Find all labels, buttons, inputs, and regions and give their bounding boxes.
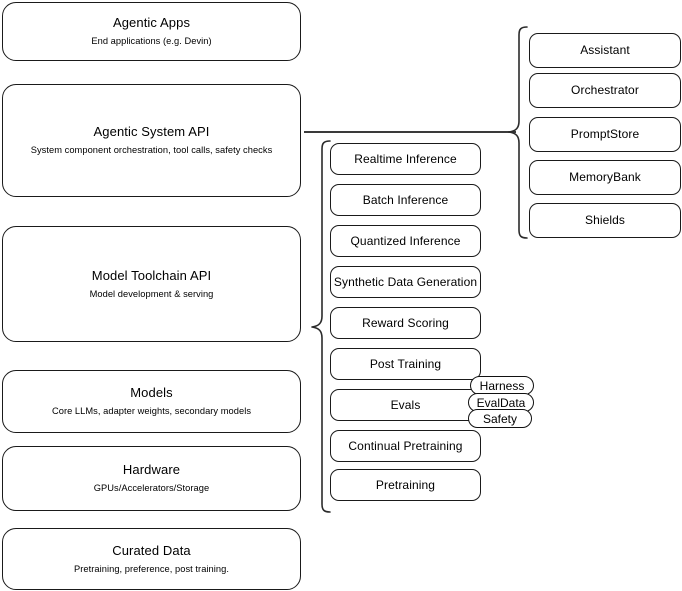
toolchain-item-synthetic-data-generation[interactable]: Synthetic Data Generation (330, 266, 481, 298)
toolchain-item-label: Realtime Inference (354, 151, 457, 166)
toolchain-item-post-training[interactable]: Post Training (330, 348, 481, 380)
layer-title: Agentic Apps (112, 15, 191, 31)
layer-title: Model Toolchain API (91, 267, 212, 283)
connector-system-api-to-components (304, 131, 516, 133)
eval-pill-evaldata[interactable]: EvalData (468, 393, 534, 412)
system-component-label: MemoryBank (569, 170, 641, 184)
toolchain-item-label: Evals (390, 397, 421, 412)
layer-subtitle: System component orchestration, tool cal… (30, 145, 273, 156)
system-component-assistant[interactable]: Assistant (529, 33, 681, 68)
system-component-promptstore[interactable]: PromptStore (529, 117, 681, 152)
eval-pill-label: Safety (482, 411, 518, 426)
layer-box-hardware[interactable]: Hardware GPUs/Accelerators/Storage (2, 446, 301, 511)
layer-title: Agentic System API (93, 124, 210, 140)
toolchain-item-label: Reward Scoring (362, 315, 449, 330)
toolchain-item-continual-pretraining[interactable]: Continual Pretraining (330, 430, 481, 462)
toolchain-item-realtime-inference[interactable]: Realtime Inference (330, 143, 481, 175)
system-component-label: Assistant (580, 43, 630, 57)
layer-subtitle: GPUs/Accelerators/Storage (93, 483, 210, 494)
system-component-orchestrator[interactable]: Orchestrator (529, 73, 681, 108)
layer-box-model-toolchain-api[interactable]: Model Toolchain API Model development & … (2, 226, 301, 342)
brace-toolchain-items (311, 140, 331, 513)
eval-pill-label: Harness (479, 378, 525, 393)
layer-box-curated-data[interactable]: Curated Data Pretraining, preference, po… (2, 528, 301, 590)
layer-title: Models (130, 385, 173, 401)
brace-system-components (508, 26, 528, 239)
system-component-memorybank[interactable]: MemoryBank (529, 160, 681, 195)
toolchain-item-quantized-inference[interactable]: Quantized Inference (330, 225, 481, 257)
toolchain-item-label: Synthetic Data Generation (333, 274, 478, 289)
layer-subtitle: Pretraining, preference, post training. (74, 563, 229, 574)
system-component-label: PromptStore (570, 127, 640, 141)
layer-title: Curated Data (112, 542, 191, 558)
system-component-shields[interactable]: Shields (529, 203, 681, 238)
layer-subtitle: Model development & serving (89, 288, 214, 299)
layer-box-models[interactable]: Models Core LLMs, adapter weights, secon… (2, 370, 301, 433)
toolchain-item-label: Batch Inference (362, 192, 449, 207)
eval-pill-harness[interactable]: Harness (470, 376, 534, 395)
layer-subtitle: Core LLMs, adapter weights, secondary mo… (51, 406, 252, 417)
layer-subtitle: End applications (e.g. Devin) (91, 36, 212, 47)
toolchain-item-evals[interactable]: Evals (330, 389, 481, 421)
toolchain-item-label: Pretraining (375, 477, 436, 492)
toolchain-item-label: Continual Pretraining (348, 438, 463, 453)
layer-box-agentic-system-api[interactable]: Agentic System API System component orch… (2, 84, 301, 197)
toolchain-item-label: Quantized Inference (350, 233, 461, 248)
toolchain-item-reward-scoring[interactable]: Reward Scoring (330, 307, 481, 339)
system-component-label: Shields (584, 213, 626, 227)
eval-pill-safety[interactable]: Safety (468, 409, 532, 428)
toolchain-item-label: Post Training (369, 356, 442, 371)
system-component-label: Orchestrator (571, 83, 639, 97)
layer-title: Hardware (122, 462, 181, 478)
layer-box-agentic-apps[interactable]: Agentic Apps End applications (e.g. Devi… (2, 2, 301, 61)
toolchain-item-batch-inference[interactable]: Batch Inference (330, 184, 481, 216)
eval-pill-label: EvalData (476, 395, 526, 410)
toolchain-item-pretraining[interactable]: Pretraining (330, 469, 481, 501)
